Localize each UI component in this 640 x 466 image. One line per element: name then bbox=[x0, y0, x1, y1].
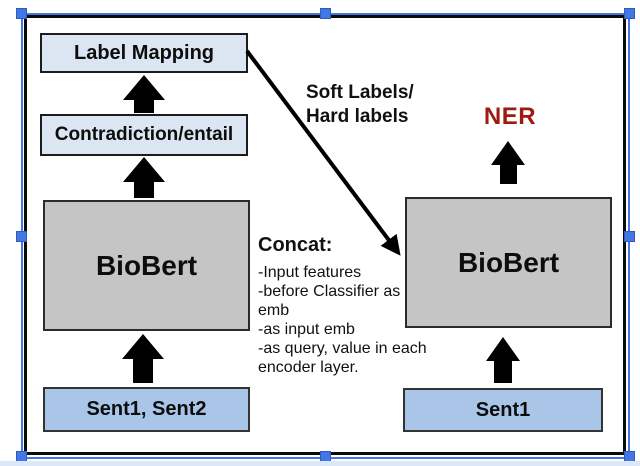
sent1-sent2-box: Sent1, Sent2 bbox=[43, 387, 250, 432]
selection-handle-top-left[interactable] bbox=[16, 8, 27, 19]
selection-handle-top-middle[interactable] bbox=[320, 8, 331, 19]
sent1-box: Sent1 bbox=[403, 388, 603, 432]
concat-item: -Input features bbox=[258, 264, 362, 281]
ner-task-label: NER bbox=[483, 103, 537, 130]
label-mapping-box: Label Mapping bbox=[40, 33, 248, 73]
concat-title: Concat: bbox=[258, 234, 333, 256]
selection-handle-top-right[interactable] bbox=[624, 8, 635, 19]
biobert-left-box: BioBert bbox=[43, 200, 250, 331]
selection-handle-middle-left[interactable] bbox=[16, 231, 27, 242]
biobert-right-box: BioBert bbox=[405, 197, 612, 328]
concat-item: -as input emb bbox=[258, 321, 355, 338]
contradiction-entail-text: Contradiction/entail bbox=[54, 124, 234, 145]
soft-labels-line1: Soft Labels/ bbox=[306, 82, 414, 103]
biobert-right-text: BioBert bbox=[457, 246, 560, 278]
selection-handle-middle-right[interactable] bbox=[624, 231, 635, 242]
concat-annotation: Concat: -Input features -before Classifi… bbox=[258, 234, 430, 377]
label-mapping-text: Label Mapping bbox=[74, 41, 214, 64]
concat-item: -as query, value in each encoder layer. bbox=[258, 340, 427, 376]
soft-hard-labels-annotation: Soft Labels/ Hard labels bbox=[306, 81, 414, 129]
contradiction-entail-box: Contradiction/entail bbox=[40, 114, 248, 156]
bottom-page-strip bbox=[0, 461, 640, 466]
biobert-left-text: BioBert bbox=[95, 249, 198, 281]
soft-labels-line2: Hard labels bbox=[306, 106, 409, 127]
concat-item: -before Classifier as emb bbox=[258, 283, 401, 319]
sent1-text: Sent1 bbox=[475, 398, 531, 421]
sent1-sent2-text: Sent1, Sent2 bbox=[86, 398, 207, 420]
